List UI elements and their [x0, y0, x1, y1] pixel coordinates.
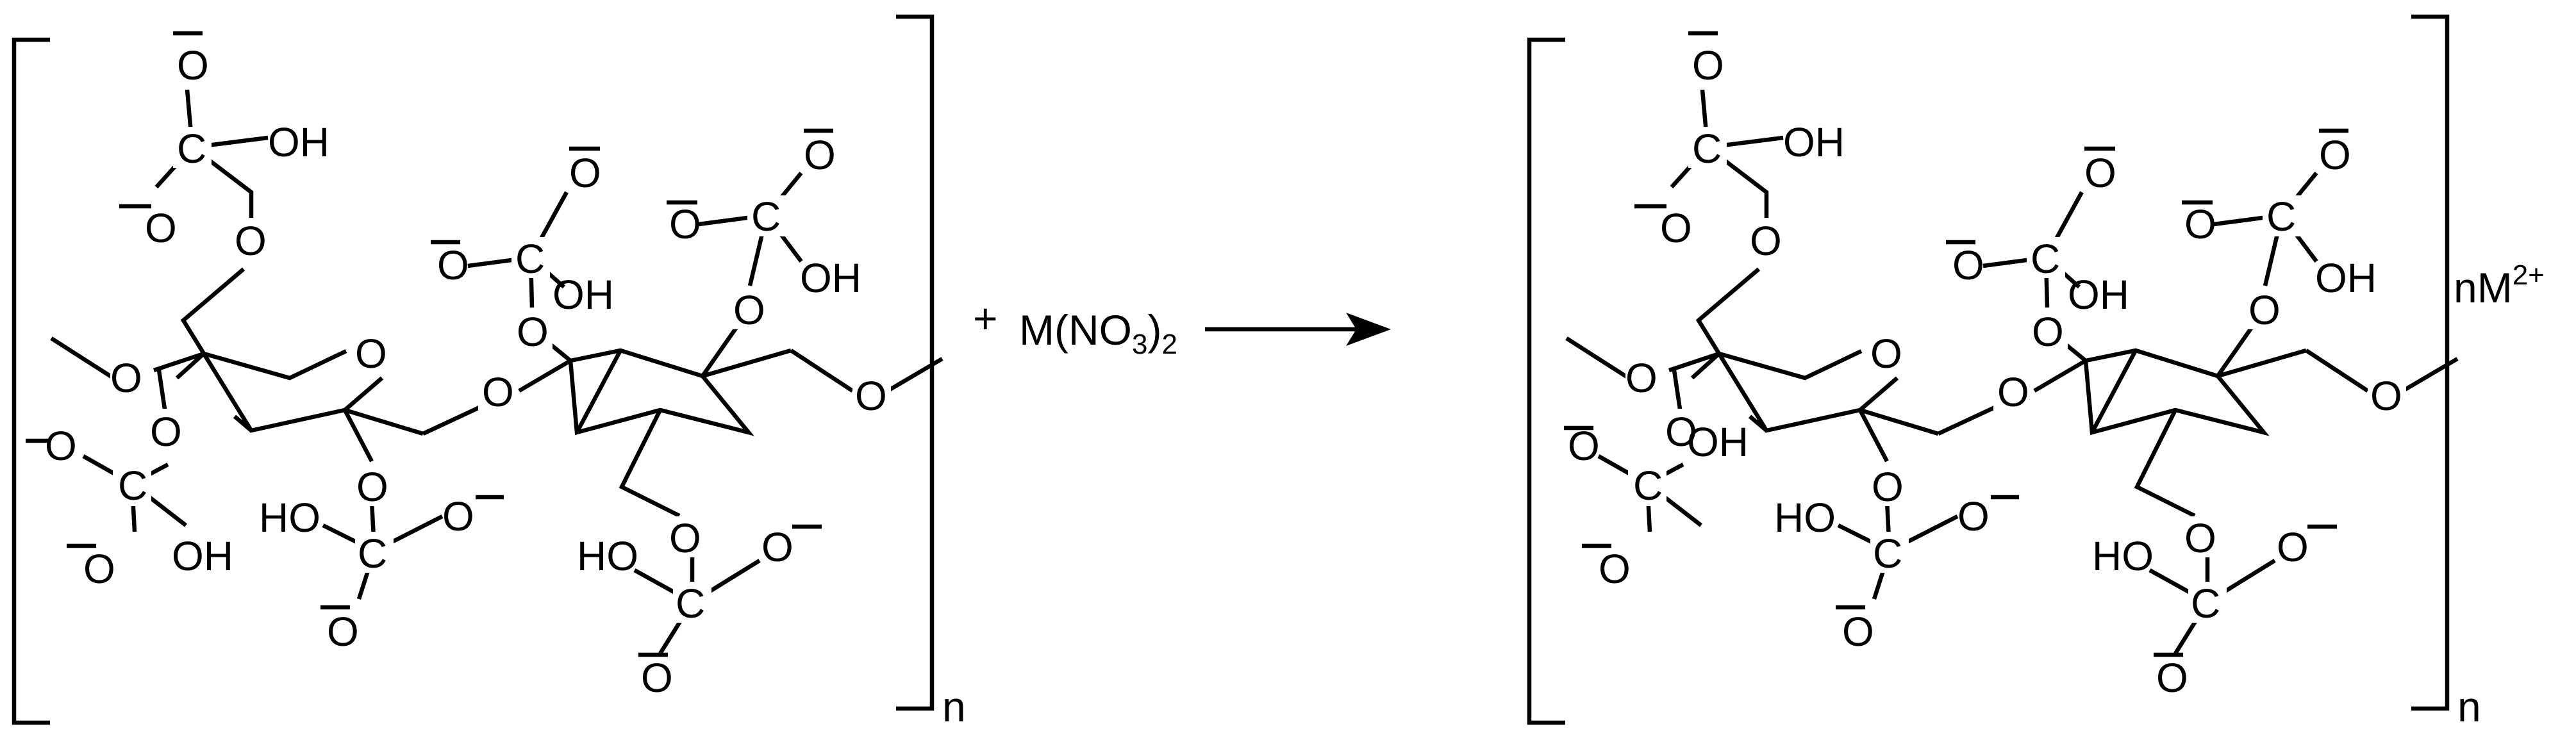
p-atom-o-minus-8: O: [2084, 150, 2116, 196]
arrow-head: [1346, 313, 1391, 346]
p-atom-o-minus-5: O: [1957, 493, 1990, 539]
atom-o-minus-3: O: [45, 423, 77, 469]
atom-o-c6-link: O: [235, 218, 267, 264]
counter-ion-charge: 2+: [2513, 259, 2545, 291]
p-atom-c-upper-mid: C: [2031, 236, 2060, 282]
counter-ion-prefix: nM: [2454, 264, 2513, 311]
p-atom-o-minus-4: O: [1599, 546, 1631, 592]
counter-ion: nM2+: [2454, 259, 2545, 311]
reactant-atoms: O O O O O O O O O O C C C C C C OH OH HO…: [26, 31, 887, 701]
p-atom-o-ring1: O: [1870, 331, 1902, 377]
p-atom-o-terminal: O: [2370, 373, 2402, 419]
atom-oh-upper-mid: OH: [553, 272, 614, 318]
atom-o-ring2-o2: O: [733, 287, 765, 333]
p-atom-oh-upper-mid: OH: [2068, 272, 2129, 318]
reactant-charged-oxygens: O O O O O O O O O O O: [26, 31, 836, 701]
p-atom-o-o3-link: O: [1665, 409, 1697, 455]
p-atom-oh-upper-right: OH: [2315, 255, 2377, 301]
atom-oh-top: OH: [268, 119, 329, 165]
atom-oh-upper-right: OH: [800, 255, 861, 301]
atom-o-minus-1: O: [177, 42, 209, 88]
p-atom-ho-lower-mid: HO: [1774, 495, 1836, 541]
p-atom-o-glycosidic: O: [1997, 369, 2029, 415]
reactant-left-bracket: [12, 37, 50, 725]
atom-o-minus-12: O: [641, 655, 673, 701]
product-structure: n nM2+ O O O O O O O O O O C C C C C C O…: [1527, 14, 2545, 730]
reactant-structure: n O O O O O O O O O O C C C C C C OH OH …: [12, 14, 966, 730]
reactant-right-bracket: [896, 14, 935, 711]
p-atom-o-minus-11: O: [2277, 524, 2309, 570]
atom-c-lower-mid: C: [358, 530, 387, 577]
p-atom-o-c6-link: O: [1750, 218, 1782, 264]
atom-oh-lower-left: OH: [172, 533, 233, 579]
atom-ho-lower-right: HO: [577, 533, 638, 579]
atom-o-methoxy: O: [110, 355, 142, 401]
p-atom-o-ring2-o3: O: [2032, 309, 2064, 355]
product-charged-oxygens: O O O O O O O O O O O: [1564, 31, 2351, 701]
atom-o-ring2-c6: O: [669, 515, 701, 561]
atom-o-minus-4: O: [83, 546, 115, 592]
p-atom-o-minus-9: O: [2184, 201, 2216, 247]
p-atom-o-ring2-c6: O: [2184, 515, 2216, 561]
reagent: + M(NO3)2: [973, 295, 1177, 360]
p-atom-c-lower-right: C: [2191, 580, 2220, 627]
atom-o-minus-8: O: [569, 150, 601, 196]
product-repeat-n: n: [2457, 683, 2481, 730]
p-atom-oh-top: OH: [1783, 119, 1845, 165]
reagent-formula-close: ): [1147, 306, 1161, 354]
atom-o-glycosidic: O: [482, 369, 514, 415]
atom-o-o2-link: O: [356, 464, 388, 510]
atom-o-minus-7: O: [437, 242, 469, 288]
p-atom-o-minus-12: O: [2156, 655, 2188, 701]
p-atom-ho-lower-right: HO: [2092, 533, 2154, 579]
p-atom-o-o2-link: O: [1872, 464, 1904, 510]
product-right-bracket: [2411, 14, 2450, 711]
reagent-subscript-3: 3: [1132, 329, 1147, 360]
atom-c-top: C: [177, 126, 206, 172]
p-atom-o-minus-1: O: [1692, 42, 1724, 88]
p-atom-o-minus-3: O: [1568, 423, 1600, 469]
p-atom-c-upper-right: C: [2266, 193, 2296, 240]
atom-o-minus-10: O: [804, 132, 836, 178]
atom-o-ring2-o3: O: [517, 309, 549, 355]
atom-o-minus-5: O: [442, 493, 474, 539]
reaction-arrow: [1205, 313, 1391, 346]
product-atoms: O O O O O O O O O O C C C C C C OH OH HO…: [1564, 31, 2402, 701]
atom-o-minus-9: O: [669, 201, 701, 247]
product-left-bracket: [1527, 37, 1565, 725]
atom-c-lower-left: C: [118, 463, 147, 509]
atom-c-upper-mid: C: [515, 236, 545, 282]
reagent-subscript-2: 2: [1161, 329, 1177, 360]
p-atom-o-ring2-o2: O: [2248, 287, 2281, 333]
p-atom-o-minus-10: O: [2319, 132, 2351, 178]
atom-o-ring1: O: [355, 331, 387, 377]
plus-sign: +: [973, 295, 998, 342]
atom-o-terminal: O: [855, 373, 887, 419]
reagent-formula-prefix: M(NO: [1019, 306, 1132, 354]
p-atom-o-methoxy: O: [1625, 355, 1658, 401]
atom-o-minus-6: O: [327, 609, 359, 655]
atom-o-minus-2: O: [145, 205, 177, 251]
p-atom-o-minus-2: O: [1660, 205, 1692, 251]
p-atom-c-lower-mid: C: [1873, 530, 1902, 577]
p-atom-o-minus-7: O: [1952, 242, 1984, 288]
p-atom-o-minus-6: O: [1842, 609, 1874, 655]
reagent-formula: M(NO3)2: [1019, 306, 1177, 360]
atom-c-upper-right: C: [751, 193, 781, 240]
reactant-repeat-n: n: [942, 683, 966, 730]
atom-o-o3-link: O: [150, 409, 182, 455]
atom-o-minus-11: O: [761, 524, 794, 570]
p-atom-oh-lower-left: OH: [1687, 419, 1749, 465]
p-atom-c-top: C: [1692, 126, 1722, 172]
atom-c-lower-right: C: [676, 580, 705, 627]
atom-ho-lower-mid: HO: [259, 495, 320, 541]
p-atom-c-lower-left: C: [1633, 463, 1663, 509]
